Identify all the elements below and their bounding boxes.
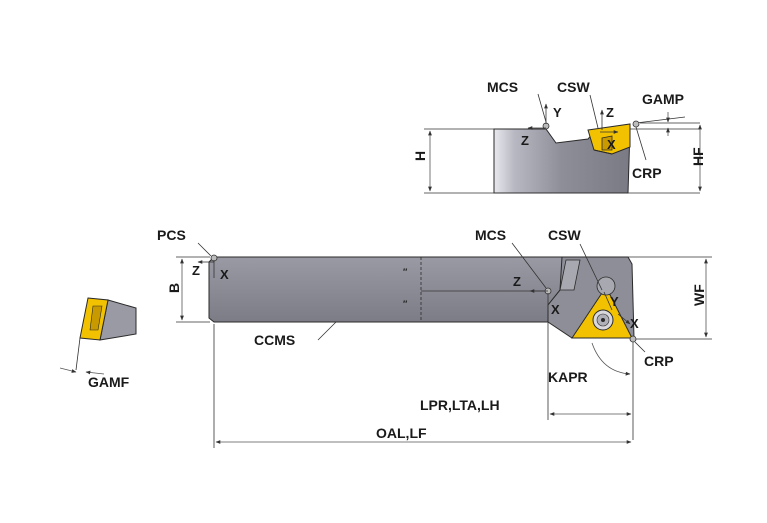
axis-z-mcs-main: Z bbox=[513, 274, 521, 289]
label-kapr: KAPR bbox=[548, 369, 588, 385]
label-b: B bbox=[166, 283, 182, 293]
crp-main-marker bbox=[629, 335, 637, 343]
label-pcs: PCS bbox=[157, 227, 186, 243]
label-wf: WF bbox=[691, 284, 707, 306]
label-crp-side: CRP bbox=[632, 165, 662, 181]
label-mcs-main: MCS bbox=[475, 227, 506, 243]
axis-x-side-csw: X bbox=[607, 137, 616, 152]
crp-side-marker bbox=[632, 120, 640, 128]
axis-z-pcs: Z bbox=[192, 263, 200, 278]
label-hf: HF bbox=[690, 147, 706, 166]
label-mcs-side: MCS bbox=[487, 79, 518, 95]
axis-y-csw-main: Y bbox=[610, 294, 619, 309]
axis-x-pcs: X bbox=[220, 267, 229, 282]
label-lpr: LPR,LTA,LH bbox=[420, 397, 500, 413]
top-view: ″ ″ PCS Z X B CCMS MCS Z X CSW bbox=[157, 227, 712, 448]
label-ccms: CCMS bbox=[254, 332, 295, 348]
label-h: H bbox=[412, 151, 428, 161]
axis-z-side-mcs: Z bbox=[521, 133, 529, 148]
label-oal: OAL,LF bbox=[376, 425, 427, 441]
end-view: GAMF bbox=[59, 297, 137, 390]
top-view-shank bbox=[208, 256, 567, 323]
label-crp-main: CRP bbox=[644, 353, 674, 369]
axis-x-mcs-main: X bbox=[551, 302, 560, 317]
label-gamf: GAMF bbox=[88, 374, 130, 390]
label-gamp: GAMP bbox=[642, 91, 684, 107]
axis-z-side-csw: Z bbox=[606, 105, 614, 120]
label-csw-side: CSW bbox=[557, 79, 590, 95]
label-csw-main: CSW bbox=[548, 227, 581, 243]
svg-text:″: ″ bbox=[403, 299, 408, 309]
axis-y-side: Y bbox=[553, 105, 562, 120]
axis-x-csw-main: X bbox=[630, 316, 639, 331]
side-view: H HF GAMP CRP MCS Y Z CSW Z X bbox=[412, 79, 706, 194]
svg-text:″: ″ bbox=[403, 267, 408, 277]
